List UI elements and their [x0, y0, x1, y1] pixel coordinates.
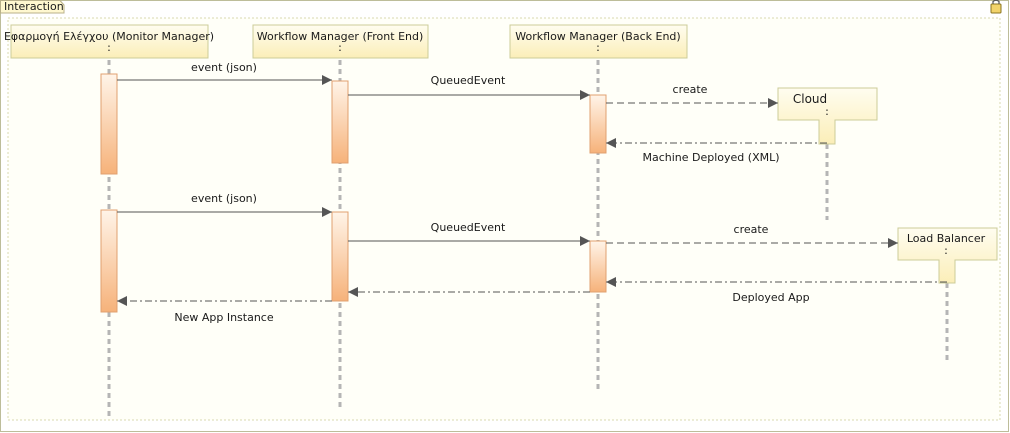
- activation-back-1[interactable]: [589, 94, 607, 154]
- lifeline-lb[interactable]: Load Balancer :: [897, 227, 998, 284]
- message-label: New App Instance: [174, 311, 273, 324]
- lifeline-name-cloud: Cloud: [793, 92, 827, 106]
- lifeline-header-cloud[interactable]: [777, 87, 878, 145]
- lifeline-name-front: Workflow Manager (Front End): [257, 30, 424, 43]
- message-deployed-app[interactable]: Deployed App: [606, 277, 947, 304]
- message-event-2[interactable]: event (json): [117, 192, 332, 217]
- message-label: Deployed App: [732, 291, 809, 304]
- message-label: QueuedEvent: [431, 74, 506, 87]
- lifeline-header-front[interactable]: [252, 24, 429, 59]
- lifeline-name-lb: Load Balancer: [907, 232, 986, 245]
- message-create-lb[interactable]: create: [606, 223, 898, 248]
- activation-monitor-2[interactable]: [100, 209, 118, 313]
- message-queued-2[interactable]: QueuedEvent: [348, 221, 590, 246]
- message-event-1[interactable]: event (json): [117, 61, 332, 85]
- activation-monitor-1[interactable]: [100, 73, 118, 175]
- lifeline-header-lb[interactable]: [897, 227, 998, 284]
- message-label: QueuedEvent: [431, 221, 506, 234]
- lifeline-back[interactable]: Workflow Manager (Back End) :: [509, 24, 688, 59]
- activation-back-2[interactable]: [589, 240, 607, 293]
- lifeline-front[interactable]: Workflow Manager (Front End) :: [252, 24, 429, 59]
- message-label: event (json): [191, 61, 257, 74]
- lifeline-monitor[interactable]: Εφαρμογή Ελέγχου (Monitor Manager) :: [4, 24, 214, 59]
- lifeline-name-back: Workflow Manager (Back End): [515, 30, 680, 43]
- message-label: create: [673, 83, 708, 96]
- lock-icon[interactable]: [990, 0, 1002, 14]
- lifeline-sub-front: :: [338, 41, 342, 54]
- message-machine-deployed[interactable]: Machine Deployed (XML): [606, 138, 827, 164]
- lifeline-header-monitor[interactable]: [10, 24, 209, 59]
- frame-tab: [0, 0, 65, 14]
- message-create-cloud[interactable]: create: [606, 83, 778, 108]
- frame-label: Interaction: [4, 0, 64, 13]
- message-label: event (json): [191, 192, 257, 205]
- message-new-app-instance[interactable]: New App Instance: [117, 296, 332, 324]
- message-label: create: [734, 223, 769, 236]
- interaction-region: [7, 17, 1001, 421]
- message-queued-1[interactable]: QueuedEvent: [348, 74, 590, 100]
- activation-front-1[interactable]: [331, 80, 349, 164]
- activation-front-2[interactable]: [331, 211, 349, 302]
- lifeline-sub-monitor: :: [107, 41, 111, 54]
- lifeline-sub-back: :: [596, 41, 600, 54]
- lifeline-sub-cloud: :: [825, 105, 829, 118]
- lifeline-name-monitor: Εφαρμογή Ελέγχου (Monitor Manager): [4, 30, 214, 43]
- lifeline-cloud[interactable]: Cloud :: [777, 87, 878, 145]
- lifeline-header-back[interactable]: [509, 24, 688, 59]
- lifeline-sub-lb: :: [944, 244, 948, 257]
- message-label: Machine Deployed (XML): [642, 151, 779, 164]
